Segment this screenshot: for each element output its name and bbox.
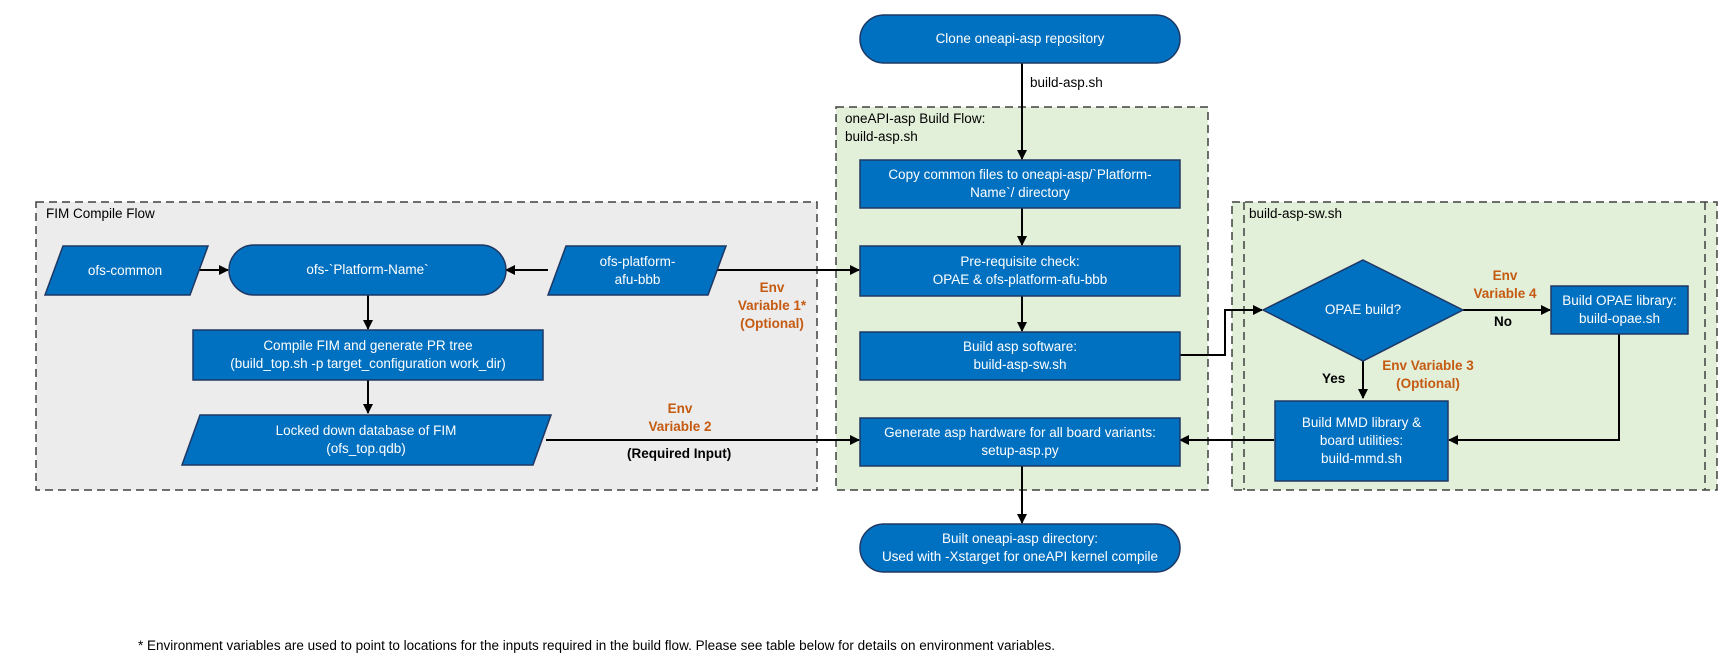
env-variable-1-label: Env Variable 1* (Optional) — [737, 280, 807, 331]
node-afu-bbb-shape — [546, 245, 728, 296]
node-locked-db-shape — [180, 414, 553, 466]
footnote: * Environment variables are used to poin… — [138, 638, 1056, 653]
compile-fim-process: Compile FIM and generate PR tree (build_… — [230, 338, 506, 371]
node-build-opae-shape — [1550, 285, 1689, 335]
env-variable-2-label: Env Variable 2 — [648, 401, 712, 434]
build-mmd-library-process: Build MMD library & board utilities: bui… — [1301, 415, 1422, 466]
build-opae-library-process: Build OPAE library: build-opae.sh — [1562, 293, 1677, 326]
prerequisite-check-process: Pre-requisite check: OPAE & ofs-platform… — [932, 254, 1108, 287]
clone-repository-terminator: Clone oneapi-asp repository — [935, 31, 1105, 46]
required-input-label: (Required Input) — [627, 446, 732, 461]
oneapi-asp-build-flow-title: oneAPI-asp Build Flow: build-asp.sh — [845, 111, 986, 144]
edge-buildopae-to-buildmmd — [1448, 334, 1620, 445]
yes-branch-label: Yes — [1322, 371, 1346, 386]
node-copy-common-shape — [859, 159, 1181, 209]
node-build-mmd-shape — [1274, 400, 1449, 482]
copy-common-files-process: Copy common files to oneapi-asp/`Platfor… — [888, 167, 1152, 200]
ofs-platform-afu-bbb-data: ofs-platform- afu-bbb — [599, 253, 676, 287]
node-ofs-platform-shape — [228, 244, 507, 296]
no-branch-label: No — [1494, 314, 1512, 329]
edge-buildsw-to-opae-decision — [1180, 305, 1263, 356]
node-gen-hw-shape — [859, 417, 1181, 467]
locked-down-database-data: Locked down database of FIM (ofs_top.qdb… — [275, 423, 457, 456]
ofs-platform-name-terminator: ofs-`Platform-Name` — [306, 262, 429, 277]
node-opae-decision-shape — [1261, 259, 1465, 362]
fim-compile-flow-title: FIM Compile Flow — [46, 206, 155, 221]
ofs-common-data: ofs-common — [87, 262, 163, 278]
env-variable-3-label: Env Variable 3 (Optional) — [1382, 358, 1474, 391]
build-asp-sw-title: build-asp-sw.sh — [1249, 206, 1343, 221]
node-built-dir-shape — [859, 523, 1181, 573]
opae-build-decision: OPAE build? — [1324, 302, 1402, 317]
build-asp-sh-edge-label: build-asp.sh — [1030, 75, 1103, 90]
node-compile-fim-shape — [192, 329, 544, 381]
generate-asp-hardware-process: Generate asp hardware for all board vari… — [884, 425, 1156, 458]
node-ofs-common-shape — [43, 245, 210, 296]
node-clone-shape — [859, 14, 1181, 64]
node-prereq-shape — [859, 245, 1181, 297]
built-oneapi-asp-directory-terminator: Built oneapi-asp directory: Used with -X… — [881, 531, 1159, 564]
build-asp-software-process: Build asp software: build-asp-sw.sh — [962, 339, 1078, 372]
node-build-sw-shape — [859, 331, 1181, 381]
env-variable-4-label: Env Variable 4 — [1473, 268, 1537, 301]
